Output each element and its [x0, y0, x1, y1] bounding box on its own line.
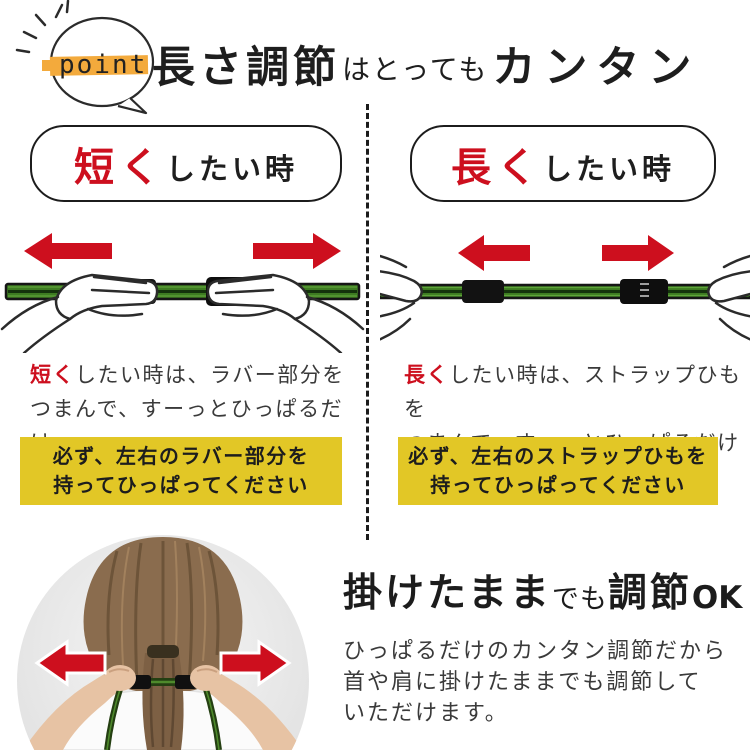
- lengthen-hands-illustration: [380, 235, 750, 341]
- btitle-part-1: 掛けたまま: [343, 571, 552, 616]
- caption-line-2: つまんで、すーっとひっぱるだけ: [30, 397, 344, 455]
- title-part-kantan: カンタン: [492, 43, 701, 93]
- description-line-2: 首や肩に掛けたままでも調節して: [343, 670, 702, 695]
- warning-line-2: 持ってひっぱってください: [430, 473, 686, 497]
- lengthen-title-box: 長く したい時: [410, 125, 716, 202]
- lengthen-warning-box: 必ず、左右のストラップひもを 持ってひっぱってください: [398, 437, 718, 505]
- left-hand-sketch: [0, 273, 159, 353]
- caption-red-word: 長く: [404, 363, 449, 387]
- right-hand-sketch: [707, 254, 750, 341]
- arrow-left-icon: [458, 235, 530, 271]
- arrow-right-icon: [602, 235, 674, 271]
- caption-line-1: 短くしたい時は、ラバー部分を: [30, 358, 360, 392]
- arrow-right-icon: [253, 233, 341, 269]
- btitle-part-2: でも: [551, 584, 608, 615]
- shorten-caption: 短くしたい時は、ラバー部分を つまんで、すーっとひっぱるだけ: [30, 358, 360, 460]
- point-label: point: [59, 50, 147, 80]
- lengthen-red-text: 長く: [450, 144, 543, 191]
- shorten-warning-box: 必ず、左右のラバー部分を 持ってひっぱってください: [20, 437, 342, 505]
- rubber-adjuster-left: [462, 280, 504, 303]
- shorten-red-text: 短く: [73, 144, 166, 191]
- woman-wearing-strap-photo: [17, 535, 309, 750]
- caption-rest: したい時は、ストラップひもを: [404, 363, 742, 421]
- emphasis-rays-icon: [15, 0, 70, 54]
- wear-adjust-description: ひっぱるだけのカンタン調節だから 首や肩に掛けたままでも調節して いただけます。: [343, 636, 743, 729]
- description-line-3: いただけます。: [343, 701, 509, 726]
- btitle-part-3: 調節: [607, 571, 692, 616]
- shorten-title-box: 短く したい時: [30, 125, 342, 202]
- point-highlight-bar: [49, 55, 149, 76]
- point-speech-bubble: point: [15, 0, 155, 115]
- shorten-hands-illustration: [0, 233, 365, 353]
- btitle-part-4: OK: [691, 580, 743, 616]
- left-hand-sketch: [380, 254, 423, 341]
- ponytail: [142, 645, 184, 750]
- warning-line-2: 持ってひっぱってください: [53, 473, 309, 497]
- arrow-right-icon: [219, 639, 292, 687]
- arrow-left-icon: [24, 233, 112, 269]
- point-highlight-notch: [42, 60, 52, 71]
- page-title: 長さ調節 はとっても カンタン: [152, 30, 750, 98]
- warning-line-1: 必ず、左右のラバー部分を: [52, 444, 310, 468]
- title-part-middle: はとっても: [342, 53, 489, 86]
- arrow-left-icon: [34, 639, 107, 687]
- rubber-adjuster-right: [620, 279, 668, 304]
- wear-adjust-title: 掛けたまま でも 調節 OK: [343, 570, 747, 618]
- caption-rest: したい時は、ラバー部分を: [75, 363, 345, 387]
- shorten-black-text: したい時: [165, 151, 298, 186]
- title-part-chousetsu: 長さ調節: [152, 43, 340, 93]
- caption-line-1: 長くしたい時は、ストラップひもを: [404, 358, 744, 426]
- column-divider: [366, 104, 369, 540]
- right-hand-sketch: [206, 273, 365, 353]
- hair: [83, 537, 243, 691]
- lengthen-black-text: したい時: [542, 151, 675, 186]
- strap-cord: [380, 283, 750, 300]
- caption-red-word: 短く: [30, 363, 75, 387]
- warning-line-1: 必ず、左右のストラップひもを: [408, 444, 708, 468]
- finger-lines: [108, 668, 218, 673]
- description-line-1: ひっぱるだけのカンタン調節だから: [343, 639, 728, 664]
- bubble-tail: [117, 97, 148, 115]
